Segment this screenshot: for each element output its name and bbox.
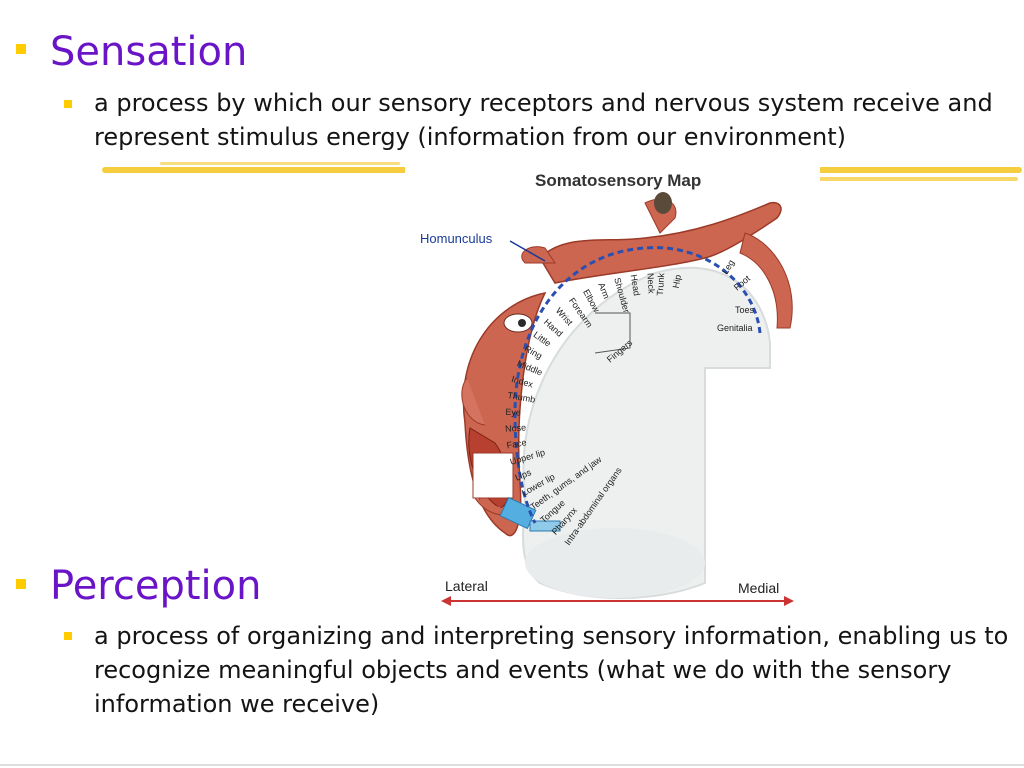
body-part-label: Head [629,274,642,297]
body-part-label: Genitalia [717,323,753,333]
axis-arrow-right [784,596,794,606]
homunculus-label: Homunculus [420,231,493,246]
body-part-label: Toes [735,305,755,315]
heading-sensation: Sensation [50,29,248,75]
axis-arrow-left [441,596,451,606]
definition-perception: a process of organizing and interpreting… [94,622,1009,718]
axis-label-lateral: Lateral [445,578,488,594]
body-part-label: Thumb [507,390,536,405]
body-part-label: Neck [645,273,656,294]
body-part-label: Trunk [655,272,666,296]
body-part-label: Nose [505,423,527,434]
callout-arrow [509,240,546,262]
footer-divider [0,764,1024,766]
sub-bullet-sensation [64,100,72,108]
sub-bullet-perception [64,632,72,640]
figure-title: Somatosensory Map [535,171,701,190]
axis-label-medial: Medial [738,580,779,596]
definition-sensation: a process by which our sensory receptors… [94,89,993,151]
heading-perception: Perception [50,563,262,609]
body-part-label: Face [506,437,527,450]
body-part-label: Eye [505,407,521,418]
body-part-label: Hip [671,274,683,289]
heading-bullet-sensation [16,44,26,54]
heading-bullet-perception [16,579,26,589]
